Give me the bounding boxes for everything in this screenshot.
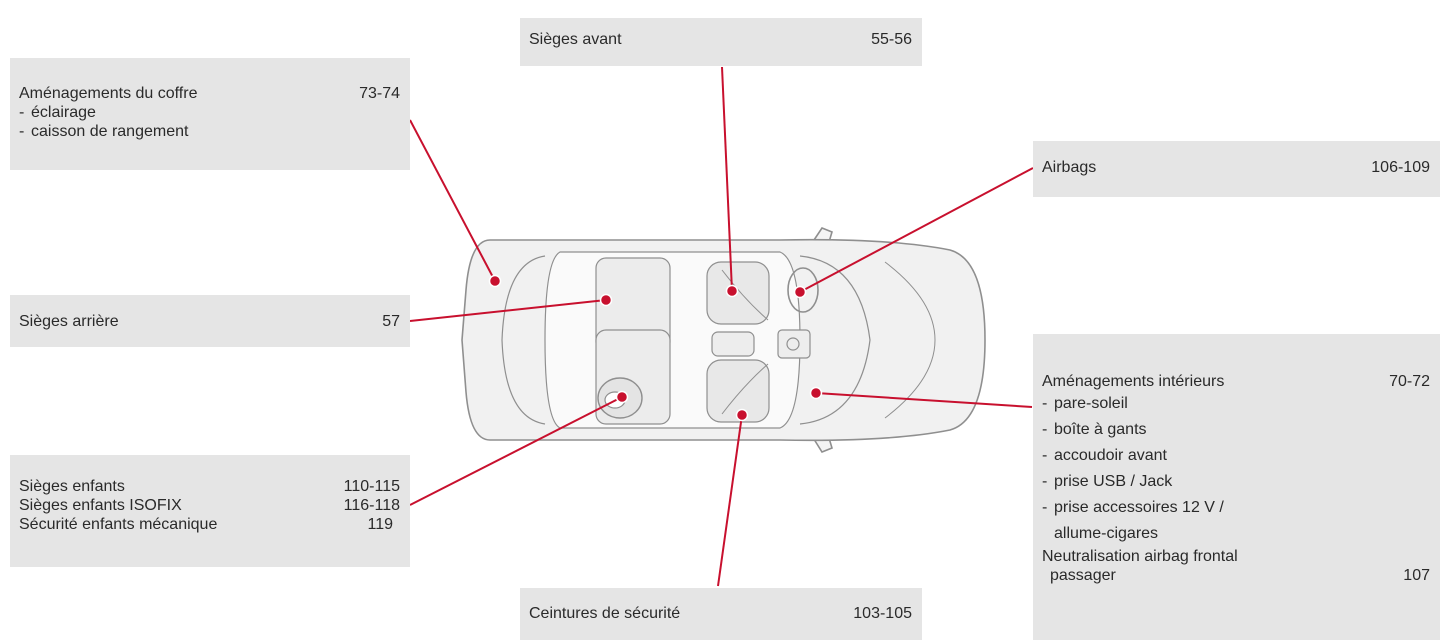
interior-item: -prise USB / Jack <box>1042 473 1173 490</box>
front-seats-box: Sièges avant 55-56 <box>520 18 922 66</box>
callout-lines <box>409 66 1034 587</box>
interior-item: -boîte à gants <box>1042 421 1147 438</box>
seatbelts-label: Ceintures de sécurité <box>529 605 681 622</box>
interior-extra-line1: Neutralisation airbag frontal <box>1042 548 1238 565</box>
child-seats-row: Sièges enfants 110-115 <box>19 478 400 495</box>
child-seats-row: Sièges enfants ISOFIX 116-118 <box>19 497 400 514</box>
interior-extra-line2: passager <box>1050 567 1116 584</box>
interior-extra-row: passager 107 <box>1042 566 1430 585</box>
front-seats-row: Sièges avant 55-56 <box>529 30 912 49</box>
interior-item-continuation: allume-cigares <box>1054 525 1159 542</box>
child-seats-row: Sécurité enfants mécanique 119 <box>19 516 393 533</box>
boot-page: 73-74 <box>359 85 400 102</box>
front-seats-label: Sièges avant <box>529 31 622 48</box>
rear-seats-box: Sièges arrière 57 <box>10 295 410 347</box>
interior-box: Aménagements intérieurs 70-72 -pare-sole… <box>1033 334 1440 640</box>
interior-extra-page: 107 <box>1403 567 1430 584</box>
airbags-row: Airbags 106-109 <box>1042 158 1430 177</box>
callout-dots <box>488 274 823 422</box>
interior-item: -pare-soleil <box>1042 395 1128 412</box>
front-seats-page: 55-56 <box>871 31 912 48</box>
boot-item: -éclairage <box>19 104 96 121</box>
seatbelts-box: Ceintures de sécurité 103-105 <box>520 588 922 640</box>
boot-item: -caisson de rangement <box>19 123 189 140</box>
interior-item: -accoudoir avant <box>1042 447 1167 464</box>
interior-row: Aménagements intérieurs 70-72 <box>1042 372 1430 391</box>
airbags-label: Airbags <box>1042 159 1097 176</box>
interior-item: -prise accessoires 12 V / <box>1042 499 1224 516</box>
airbags-box: Airbags 106-109 <box>1033 141 1440 197</box>
boot-box: Aménagements du coffre 73-74 -éclairage … <box>10 58 410 170</box>
airbags-page: 106-109 <box>1371 159 1430 176</box>
boot-label: Aménagements du coffre <box>19 85 198 102</box>
rear-seats-label: Sièges arrière <box>19 313 119 330</box>
interior-label: Aménagements intérieurs <box>1042 373 1225 390</box>
car-body <box>461 227 986 453</box>
rear-seats-page: 57 <box>382 313 400 330</box>
child-seats-box: Sièges enfants 110-115 Sièges enfants IS… <box>10 455 410 567</box>
seatbelts-row: Ceintures de sécurité 103-105 <box>529 604 912 623</box>
seatbelts-page: 103-105 <box>853 605 912 622</box>
interior-page: 70-72 <box>1389 373 1430 390</box>
rear-seats-row: Sièges arrière 57 <box>19 312 400 331</box>
boot-row: Aménagements du coffre 73-74 <box>19 84 400 103</box>
